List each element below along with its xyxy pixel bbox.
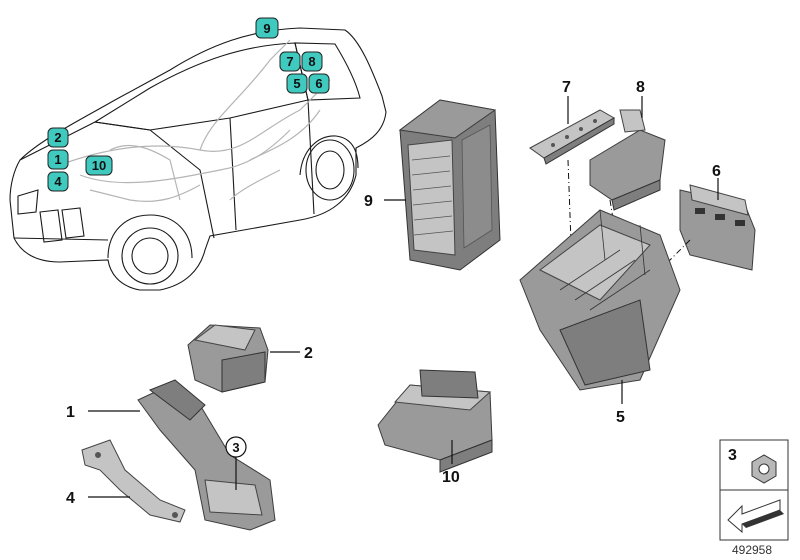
svg-text:10: 10 (92, 158, 106, 173)
hex-nut-icon (751, 454, 777, 484)
part-9-control-module: 9 (364, 99, 501, 271)
svg-text:4: 4 (54, 174, 62, 189)
part-label-5: 5 (616, 409, 625, 426)
svg-text:1: 1 (54, 152, 61, 167)
svg-text:6: 6 (315, 76, 322, 91)
part-label-8: 8 (636, 79, 645, 96)
part-label-4: 4 (66, 490, 75, 507)
part-label-7: 7 (562, 79, 571, 96)
part-label-10: 10 (442, 469, 460, 486)
callout-badge-2: 2 (47, 127, 69, 148)
vehicle-outline (9, 27, 387, 291)
reference-arrow-icon (727, 499, 784, 534)
callout-badge-6: 6 (308, 73, 330, 94)
callout-badge-10: 10 (85, 155, 113, 176)
car-callouts: 9 7 8 5 6 2 1 4 10 (47, 17, 330, 192)
callout-badge-5: 5 (286, 73, 308, 94)
part-label-1: 1 (66, 404, 75, 421)
callout-badge-8: 8 (301, 51, 323, 72)
part-1-module: 1 (66, 379, 276, 531)
callout-badge-1: 1 (47, 149, 69, 170)
svg-text:5: 5 (293, 76, 300, 91)
wiring-harness (59, 39, 331, 202)
diagram-reference-number: 492958 (732, 543, 772, 557)
callout-badge-7: 7 (279, 51, 301, 72)
part-label-2: 2 (304, 345, 313, 362)
part-5-housing: 5 (519, 209, 681, 426)
part-label-9: 9 (364, 193, 373, 210)
part-label-3: 3 (232, 440, 239, 455)
svg-text:2: 2 (54, 130, 61, 145)
part-6-side-bracket: 6 (649, 163, 756, 281)
part-label-6: 6 (712, 163, 721, 180)
callout-badge-9: 9 (255, 17, 279, 39)
svg-text:7: 7 (286, 54, 293, 69)
legend-label-3: 3 (728, 447, 737, 464)
part-4-bracket: 4 (66, 439, 186, 523)
part-10-relay-block: 10 (377, 369, 493, 486)
callout-badge-4: 4 (47, 171, 69, 192)
svg-text:8: 8 (308, 54, 315, 69)
legend-box: 3 (719, 439, 789, 541)
part-3-callout: 3 (225, 436, 247, 490)
part-2-module: 2 (187, 324, 313, 393)
part-8-cover: 8 (589, 79, 666, 251)
svg-text:9: 9 (263, 21, 270, 36)
